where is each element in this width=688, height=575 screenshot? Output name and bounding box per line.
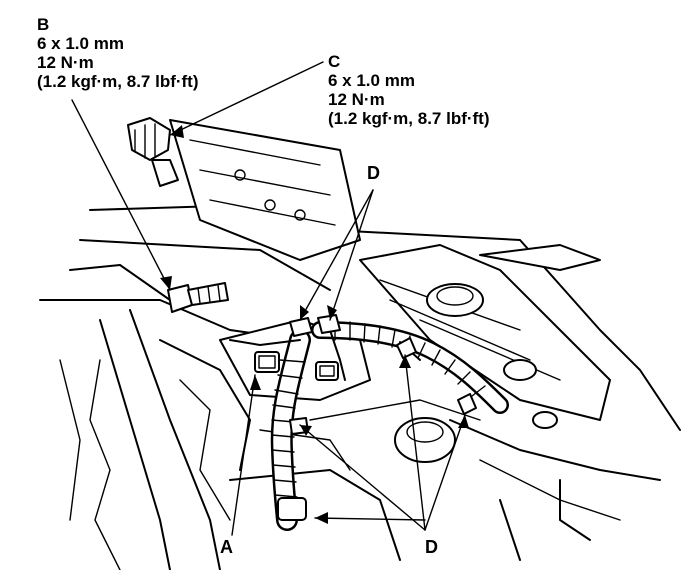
callout-d-top: D: [367, 163, 380, 183]
connectors: [254, 351, 339, 521]
callout-a: A: [220, 537, 233, 557]
callout-d-bottom: D: [425, 537, 438, 557]
callout-c: C 6 x 1.0 mm 12 N·m (1.2 kgf·m, 8.7 lbf·…: [328, 52, 490, 128]
callout-b-torque-alt: (1.2 kgf·m, 8.7 lbf·ft): [37, 72, 199, 91]
sensor-c: [127, 117, 179, 187]
callout-c-size: 6 x 1.0 mm: [328, 71, 415, 90]
callout-c-torque: 12 N·m: [328, 90, 385, 109]
callout-b-size: 6 x 1.0 mm: [37, 34, 124, 53]
bolt-b: [167, 282, 229, 313]
callout-c-torque-alt: (1.2 kgf·m, 8.7 lbf·ft): [328, 109, 490, 128]
callout-b-torque: 12 N·m: [37, 53, 94, 72]
leader-lines: [71, 61, 466, 536]
harness-clips: [289, 314, 477, 435]
callout-b-letter: B: [37, 15, 50, 34]
engine-body: [39, 119, 681, 571]
callout-b: B 6 x 1.0 mm 12 N·m (1.2 kgf·m, 8.7 lbf·…: [37, 15, 199, 91]
callout-c-letter: C: [328, 52, 341, 71]
arrowheads: [160, 125, 469, 524]
